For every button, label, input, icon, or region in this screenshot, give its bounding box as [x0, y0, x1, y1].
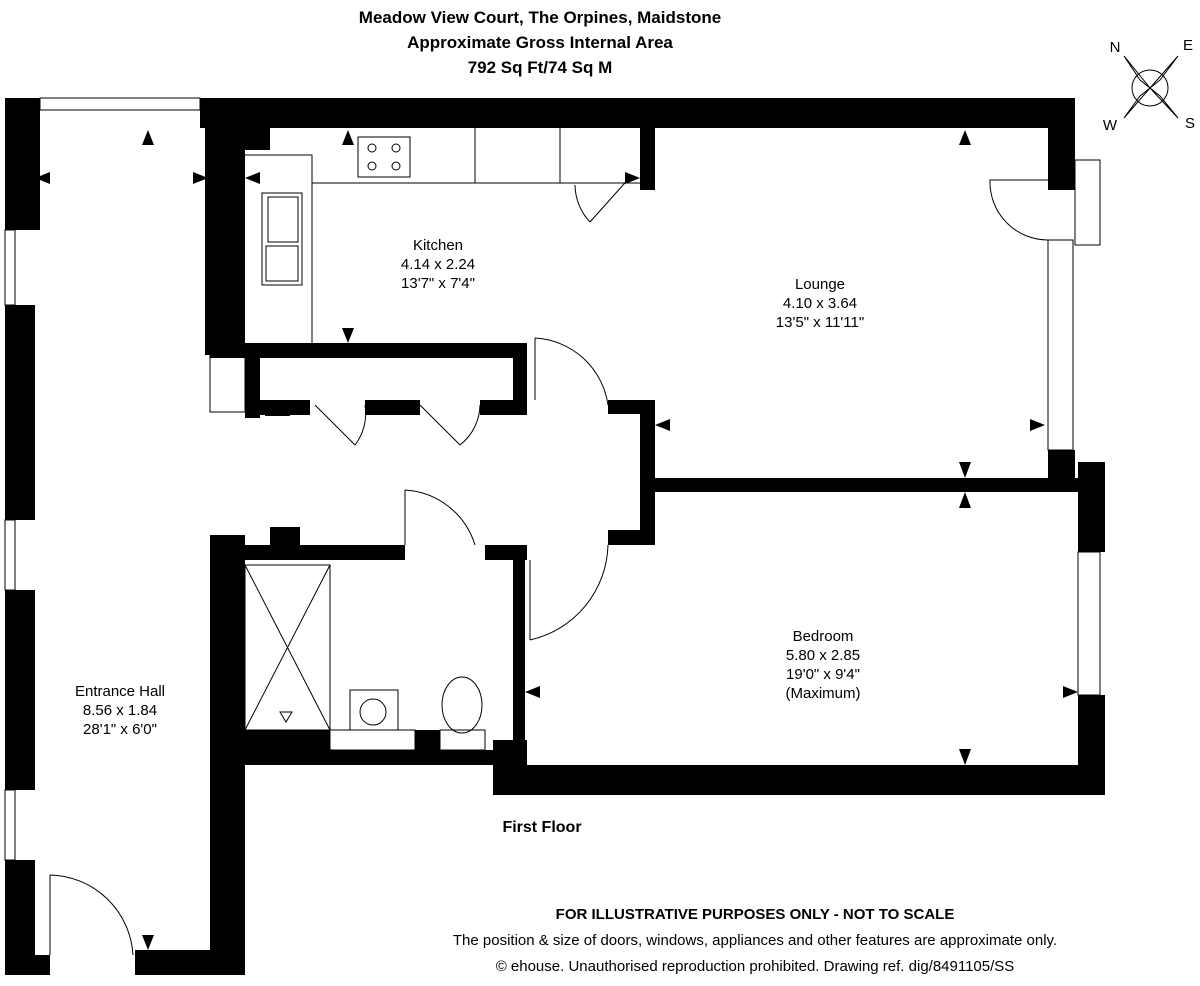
- dimension-arrows: [35, 130, 1078, 950]
- room-imperial: 28'1" x 6'0": [83, 721, 157, 738]
- room-name: Lounge: [795, 276, 845, 293]
- room-note: (Maximum): [786, 685, 861, 702]
- room-bedroom: Bedroom 5.80 x 2.85 19'0" x 9'4" (Maximu…: [786, 628, 861, 702]
- doors: [49, 174, 1049, 956]
- hob-icon: [357, 136, 411, 178]
- room-metric: 8.56 x 1.84: [83, 702, 157, 719]
- room-imperial: 19'0" x 9'4": [786, 666, 860, 683]
- fixtures: [209, 128, 640, 751]
- room-lounge: Lounge 4.10 x 3.64 13'5" x 11'11": [776, 276, 864, 331]
- balcony: [1074, 159, 1101, 246]
- room-metric: 5.80 x 2.85: [786, 647, 860, 664]
- room-imperial: 13'7" x 7'4": [401, 275, 475, 292]
- room-metric: 4.10 x 3.64: [783, 295, 857, 312]
- compass-s: S: [1185, 115, 1195, 132]
- room-imperial: 13'5" x 11'11": [776, 314, 864, 331]
- walls: [5, 98, 1105, 975]
- disclaimer-heading: FOR ILLUSTRATIVE PURPOSES ONLY - NOT TO …: [555, 906, 955, 923]
- room-metric: 4.14 x 2.24: [401, 256, 475, 273]
- compass-icon: N E W S: [1103, 37, 1195, 134]
- compass-e: E: [1183, 37, 1193, 54]
- shower-icon: [244, 564, 331, 731]
- plan-title: Meadow View Court, The Orpines, Maidston…: [358, 8, 722, 27]
- sink-icon: [261, 192, 303, 286]
- room-name: Entrance Hall: [75, 683, 165, 700]
- plan-subtitle: Approximate Gross Internal Area: [407, 33, 673, 52]
- disclaimer-line2: © ehouse. Unauthorised reproduction proh…: [495, 958, 1015, 975]
- compass-w: W: [1103, 117, 1118, 134]
- compass-n: N: [1110, 39, 1121, 56]
- toilet-icon: [439, 676, 486, 751]
- disclaimer-line1: The position & size of doors, windows, a…: [452, 932, 1058, 949]
- room-entrance-hall: Entrance Hall 8.56 x 1.84 28'1" x 6'0": [75, 683, 165, 738]
- room-name: Bedroom: [793, 628, 854, 645]
- windows: [4, 97, 1101, 861]
- room-name: Kitchen: [413, 237, 463, 254]
- floor-label: First Floor: [502, 819, 581, 836]
- basin-icon: [329, 689, 416, 751]
- room-kitchen: Kitchen 4.14 x 2.24 13'7" x 7'4": [401, 237, 475, 292]
- cupboard: [209, 354, 246, 413]
- plan-area: 792 Sq Ft/74 Sq M: [467, 58, 613, 77]
